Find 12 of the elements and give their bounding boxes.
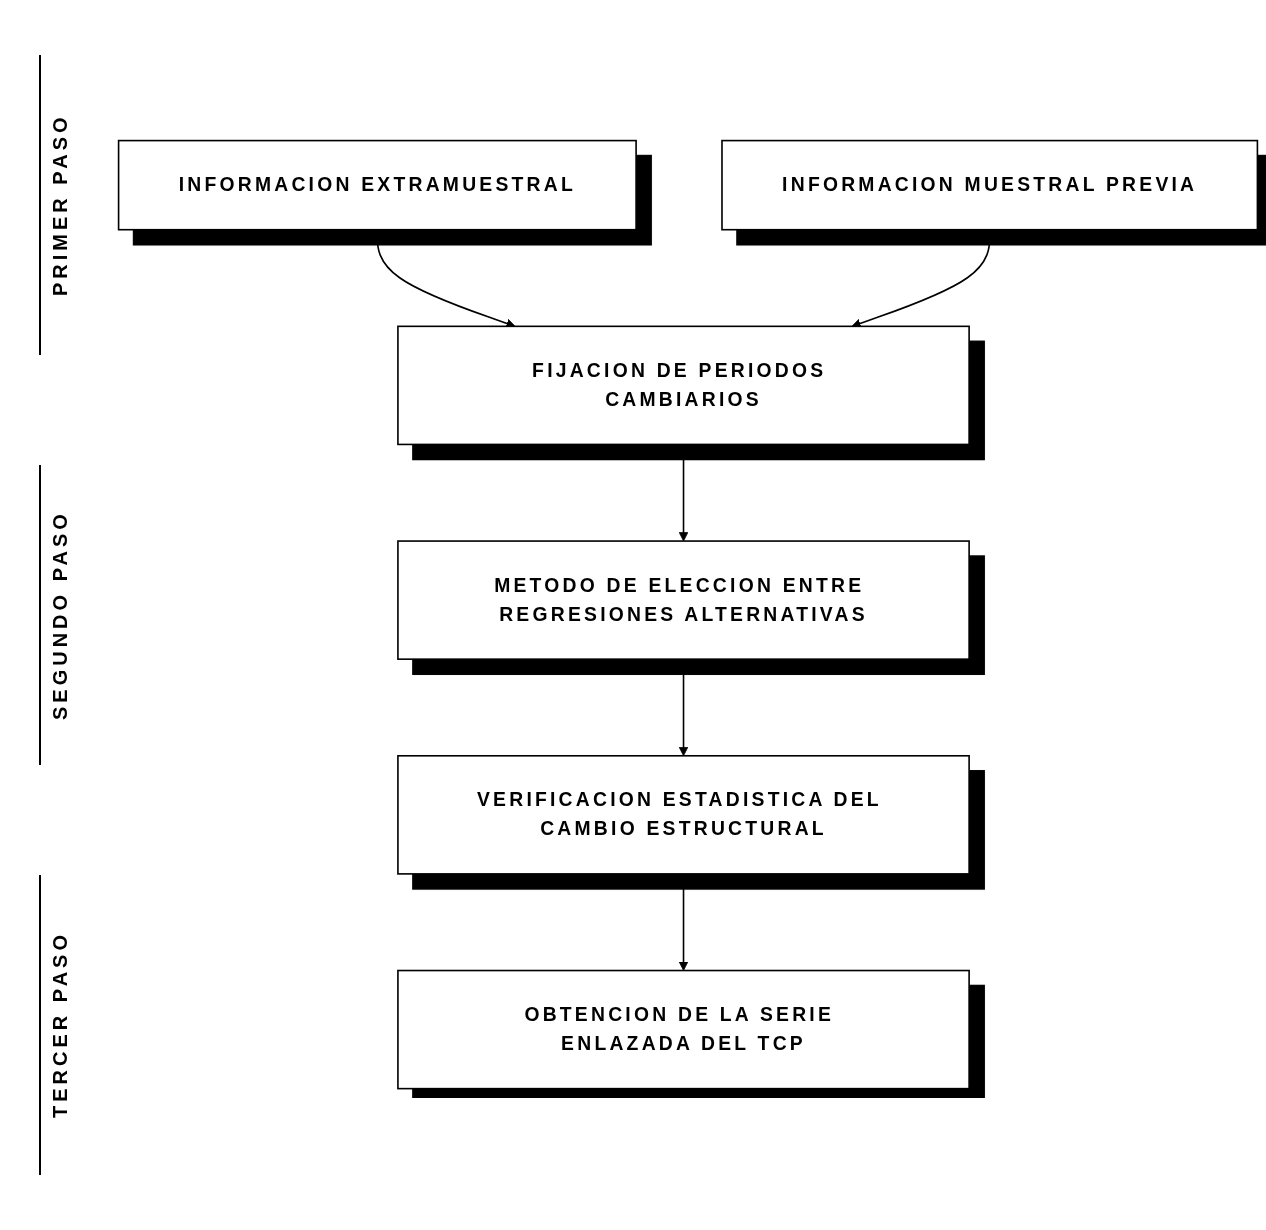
step-label: PRIMER PASO	[38, 55, 72, 355]
node-box: INFORMACION EXTRAMUESTRAL	[117, 140, 637, 231]
step-label: SEGUNDO PASO	[38, 465, 72, 765]
arrow	[678, 444, 689, 542]
arrow	[678, 873, 689, 972]
node-box: VERIFICACION ESTADISTICA DEL CAMBIO ESTRUCTURAL	[397, 755, 970, 876]
node-box: METODO DE ELECCION ENTRE REGRESIONES ALTERNATIVAS	[397, 540, 970, 661]
step-label: TERCER PASO	[38, 875, 72, 1175]
node-box: FIJACION DE PERIODOS CAMBIARIOS	[397, 325, 970, 446]
node-box: INFORMACION MUESTRAL PREVIA	[721, 140, 1259, 231]
node-box: OBTENCION DE LA SERIE ENLAZADA DEL TCP	[397, 970, 970, 1090]
arrow	[678, 658, 689, 757]
